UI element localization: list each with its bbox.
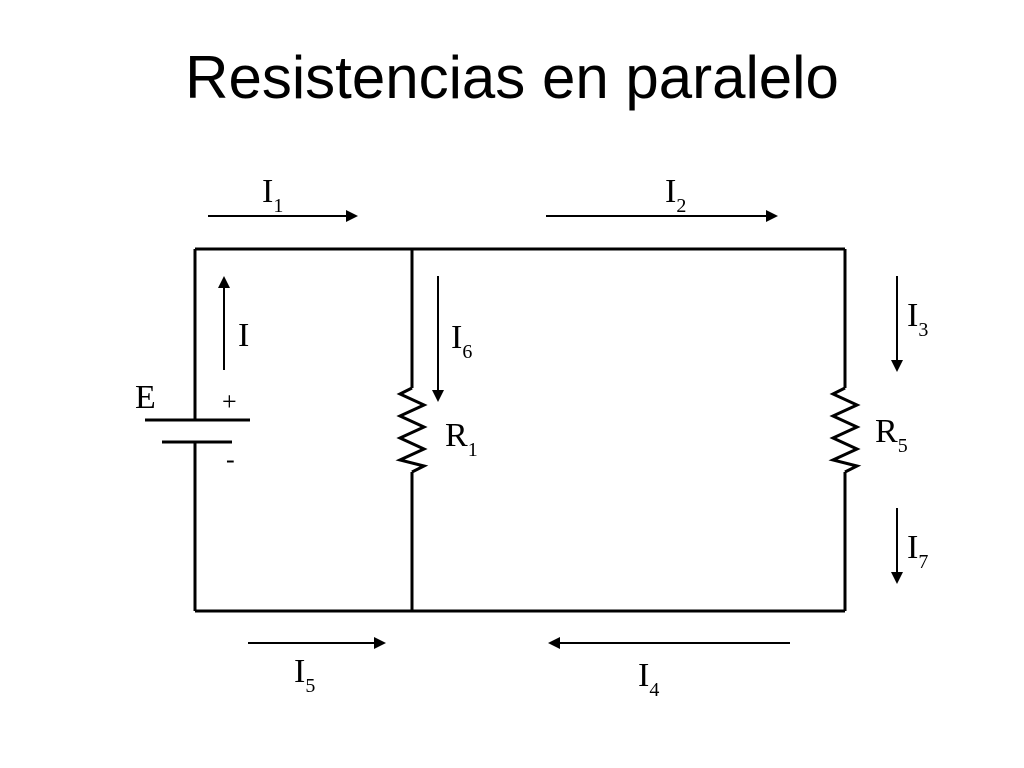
current-label-i2: I2 <box>665 173 686 217</box>
resistor-r5-label: R5 <box>875 413 908 457</box>
current-arrow-i3 <box>891 276 903 372</box>
current-label-i5: I5 <box>294 653 315 697</box>
page-title: Resistencias en paralelo <box>185 44 839 111</box>
resistor-r1-zigzag <box>395 386 429 474</box>
circuit-wires <box>193 247 847 613</box>
current-arrow-i <box>218 276 230 370</box>
battery-symbol <box>145 418 250 444</box>
source-label: E <box>135 379 156 416</box>
current-label-i: I <box>238 317 249 354</box>
current-arrow-i1 <box>208 210 358 222</box>
resistor-r1-sub: 1 <box>468 439 478 461</box>
source-minus: - <box>226 445 235 474</box>
current-arrow-i5 <box>248 637 386 649</box>
resistor-r1-label: R1 <box>445 417 478 461</box>
current-label-i1: I1 <box>262 173 283 217</box>
source-plus: + <box>222 387 237 416</box>
resistor-r5-sub: 5 <box>898 435 908 457</box>
resistor-r5-main: R <box>875 413 898 450</box>
current-arrow-i4 <box>548 637 790 649</box>
current-label-i3: I3 <box>907 297 928 341</box>
current-arrow-i2 <box>546 210 778 222</box>
current-label-i7: I7 <box>907 529 928 573</box>
current-label-i6: I6 <box>451 319 472 363</box>
current-arrow-i6 <box>432 276 444 402</box>
current-arrow-i7 <box>891 508 903 584</box>
resistor-r5-zigzag <box>828 386 862 474</box>
resistor-r1-main: R <box>445 417 468 454</box>
current-label-i4: I4 <box>638 657 659 701</box>
